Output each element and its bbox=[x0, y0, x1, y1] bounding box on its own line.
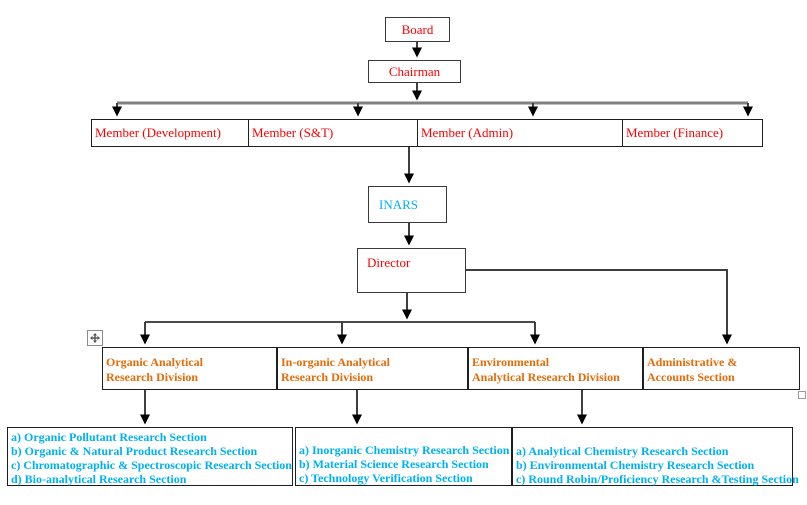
section-item: a) Inorganic Chemistry Research Section bbox=[299, 443, 510, 457]
division-box-environmental: Environmental Analytical Research Divisi… bbox=[468, 347, 643, 390]
division-box-inorganic: In-organic Analytical Research Division bbox=[277, 347, 468, 390]
member-admin-label: Member (Admin) bbox=[421, 125, 514, 140]
director-box: Director bbox=[357, 248, 466, 293]
division-environmental-line1: Environmental bbox=[472, 355, 550, 369]
board-label: Board bbox=[401, 21, 434, 37]
section-item: b) Material Science Research Section bbox=[299, 457, 489, 471]
section-item: c) Technology Verification Section bbox=[299, 471, 473, 485]
member-development-label: Member (Development) bbox=[95, 125, 221, 140]
section-item: d) Bio-analytical Research Section bbox=[11, 472, 187, 486]
inars-label: INARS bbox=[379, 196, 419, 212]
member-box-admin: Member (Admin) bbox=[417, 119, 623, 147]
table-resize-handle[interactable] bbox=[798, 391, 806, 399]
table-move-icon bbox=[87, 330, 103, 346]
member-box-st: Member (S&T) bbox=[248, 119, 418, 147]
table-move-handle[interactable] bbox=[87, 330, 103, 346]
section-item: b) Environmental Chemistry Research Sect… bbox=[516, 458, 755, 472]
member-box-development: Member (Development) bbox=[91, 119, 249, 147]
section-list-inorganic: a) Inorganic Chemistry Research Section … bbox=[295, 427, 512, 486]
section-item: a) Analytical Chemistry Research Section bbox=[516, 444, 729, 458]
board-box: Board bbox=[385, 17, 450, 42]
inars-box: INARS bbox=[368, 186, 447, 223]
member-box-finance: Member (Finance) bbox=[622, 119, 763, 147]
section-item: c) Round Robin/Proficiency Research &Tes… bbox=[516, 472, 799, 486]
division-admin-accounts-line2: Accounts Section bbox=[647, 370, 735, 384]
member-st-label: Member (S&T) bbox=[252, 125, 334, 140]
division-inorganic-line2: Research Division bbox=[281, 370, 374, 384]
director-label: Director bbox=[367, 255, 411, 270]
division-organic-line2: Research Division bbox=[106, 370, 199, 384]
division-environmental-line2: Analytical Research Division bbox=[472, 370, 620, 384]
division-inorganic-line1: In-organic Analytical bbox=[281, 355, 391, 369]
division-admin-accounts-line1: Administrative & bbox=[647, 355, 738, 369]
division-box-admin-accounts: Administrative & Accounts Section bbox=[643, 347, 800, 390]
section-item: c) Chromatographic & Spectroscopic Resea… bbox=[11, 458, 292, 472]
division-organic-line1: Organic Analytical bbox=[106, 355, 203, 369]
section-item: b) Organic & Natural Product Research Se… bbox=[11, 444, 258, 458]
section-list-environmental: a) Analytical Chemistry Research Section… bbox=[512, 427, 799, 486]
division-box-organic: Organic Analytical Research Division bbox=[102, 347, 277, 390]
chairman-box: Chairman bbox=[368, 60, 461, 83]
member-finance-label: Member (Finance) bbox=[626, 125, 724, 140]
section-list-organic: a) Organic Pollutant Research Section b)… bbox=[7, 427, 293, 486]
section-item: a) Organic Pollutant Research Section bbox=[11, 430, 207, 444]
chairman-label: Chairman bbox=[388, 63, 441, 79]
